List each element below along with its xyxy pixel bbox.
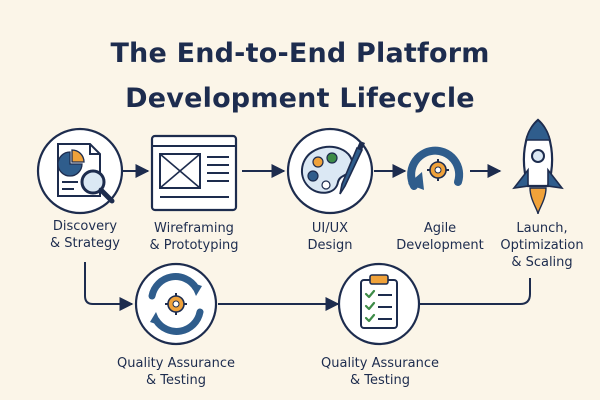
label-wireframing: Wireframing & Prototyping [132, 220, 256, 254]
label-launch: Launch, Optimization & Scaling [488, 220, 596, 271]
label-line: Launch, [516, 221, 568, 236]
palette-brush-icon [286, 127, 374, 215]
diagram-title-line-1: The End-to-End Platform [110, 38, 490, 69]
label-line: Wireframing [154, 221, 234, 236]
label-line: Development [396, 238, 484, 253]
label-line: & Prototyping [149, 238, 239, 253]
label-qa-1: Quality Assurance & Testing [96, 355, 256, 389]
document-magnifier-icon [36, 127, 124, 215]
agile-cycle-icon [407, 146, 464, 190]
label-line: Quality Assurance [321, 356, 439, 371]
label-uiux: UI/UX Design [270, 220, 390, 254]
label-line: Discovery [52, 219, 118, 234]
diagram-title-line-2: Development Lifecycle [125, 83, 475, 114]
label-line: & Testing [350, 373, 410, 388]
label-line: Agile [423, 221, 457, 236]
label-line: Quality Assurance [117, 356, 235, 371]
connector-qa2-to-launch [420, 278, 531, 305]
label-line: & Strategy [50, 236, 120, 251]
label-line: UI/UX [311, 221, 349, 236]
checklist-clipboard-icon [337, 262, 421, 346]
label-line: & Scaling [511, 255, 573, 270]
label-qa-2: Quality Assurance & Testing [300, 355, 460, 389]
label-agile: Agile Development [390, 220, 490, 254]
arrow-discovery-down-to-qa1 [84, 262, 134, 311]
label-discovery: Discovery & Strategy [20, 218, 150, 252]
rocket-icon [512, 118, 564, 215]
connectors [84, 164, 531, 311]
label-line: Design [307, 238, 353, 253]
label-line: Optimization [500, 238, 584, 253]
label-line: & Testing [146, 373, 206, 388]
gear-cycle-icon [134, 262, 218, 346]
wireframe-icon [150, 134, 238, 212]
